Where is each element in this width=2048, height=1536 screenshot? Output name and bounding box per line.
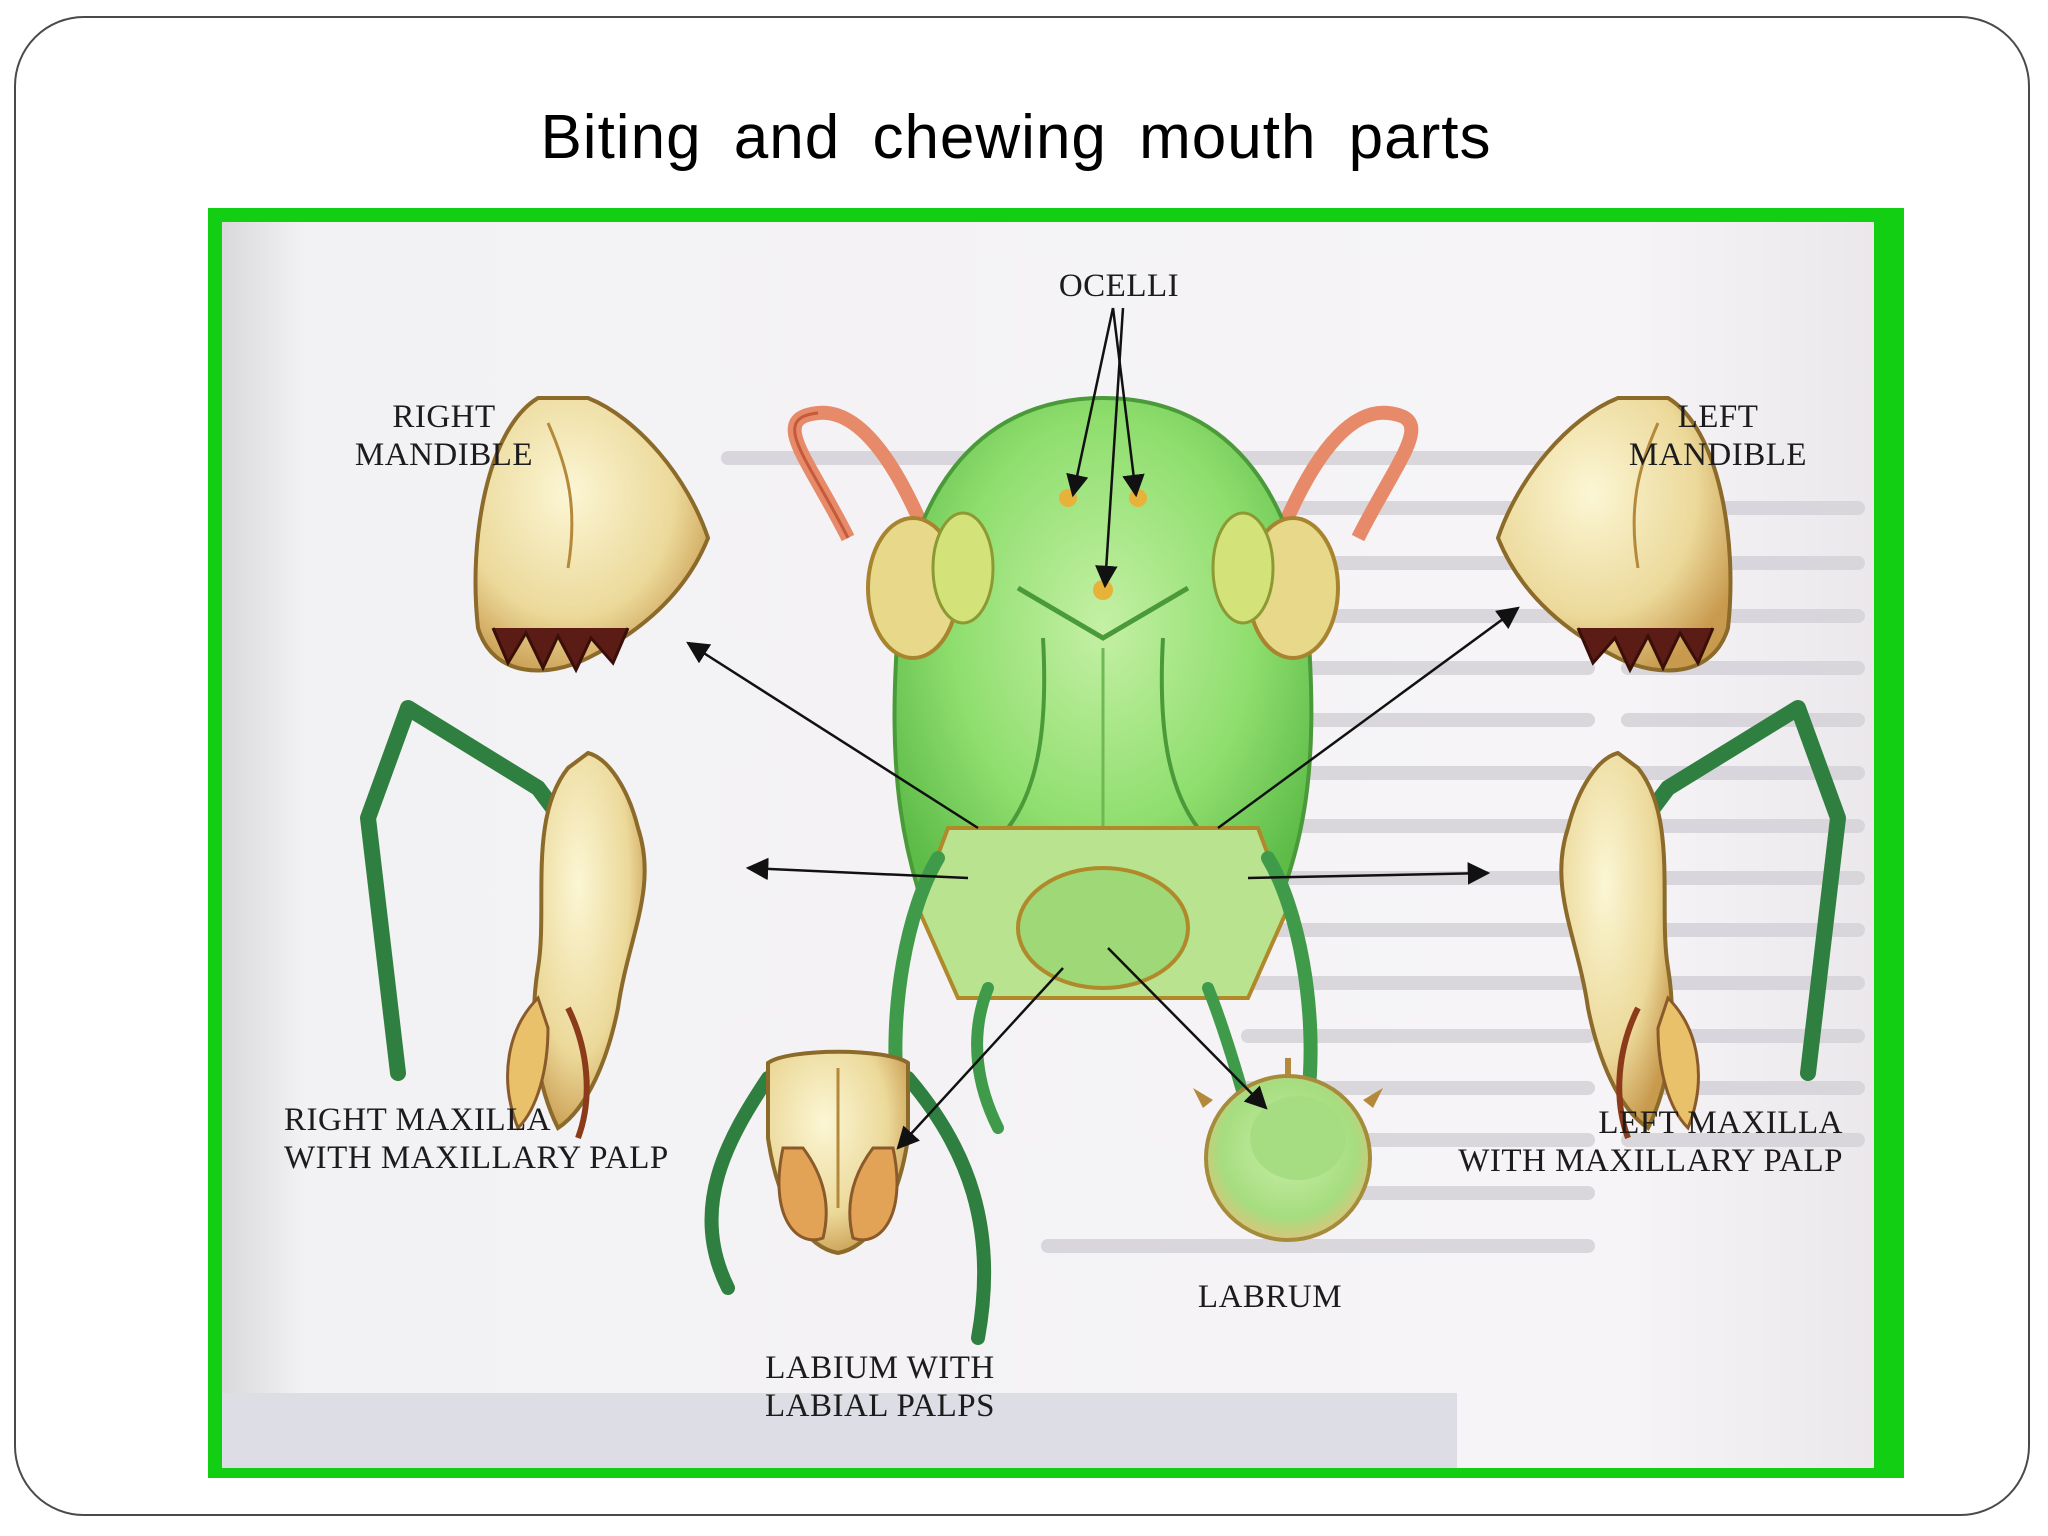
left-maxilla [1559,700,1846,1140]
label-ocelli: OCELLI [1059,268,1179,304]
labial-palp-right [704,1071,775,1295]
arrow-left-maxilla [1247,862,1491,885]
labium [704,1049,992,1345]
paper-bottom-band [222,1393,1457,1468]
arrow-labrum [1107,947,1268,1110]
label-right-maxilla-line-1: RIGHT MAXILLA [284,1102,551,1138]
labial-palp-left [901,1071,992,1345]
labrum [1193,1058,1383,1242]
left-antenna [1266,405,1419,556]
label-left-mandible-line-2: MANDIBLE [1629,437,1807,473]
right-maxillary-palp [360,700,576,1081]
arrow-ocelli-3 [1095,307,1125,589]
left-mandible [1495,396,1733,674]
arrow-right-mandible [686,641,979,830]
ocellus-3 [1093,580,1113,600]
label-left-mandible-line-1: LEFT [1678,399,1759,435]
label-left-maxilla-line-1: LEFT MAXILLA [1598,1105,1843,1141]
insect-mouthparts-figure: OCELLI RIGHT MANDIBLE LEFT MANDIBLE RIGH… [208,208,1904,1478]
arrow-ocelli-1 [1066,307,1115,498]
left-maxillary-palp [1630,700,1846,1081]
arrow-ocelli-2 [1111,307,1145,498]
figure-svg: OCELLI RIGHT MANDIBLE LEFT MANDIBLE RIGH… [222,222,1874,1468]
label-right-mandible-line-1: RIGHT [392,399,495,435]
label-labium-line-2: LABIAL PALPS [765,1388,995,1424]
slide-title: Biting and chewing mouth parts [540,103,1492,172]
right-mandible [473,396,711,674]
right-maxilla [360,700,647,1140]
pointer-lines [686,307,1520,1150]
label-left-maxilla-line-2: WITH MAXILLARY PALP [1458,1143,1843,1179]
arrow-right-maxilla [745,857,969,881]
arrow-left-mandible [1217,606,1520,830]
label-right-mandible-line-2: MANDIBLE [355,437,533,473]
label-right-maxilla-line-2: WITH MAXILLARY PALP [284,1140,669,1176]
arrow-labium [896,967,1064,1150]
label-labium-line-1: LABIUM WITH [765,1350,994,1386]
insect-head [787,395,1419,1194]
ocellus-2 [1129,489,1147,507]
label-labrum: LABRUM [1198,1279,1342,1315]
